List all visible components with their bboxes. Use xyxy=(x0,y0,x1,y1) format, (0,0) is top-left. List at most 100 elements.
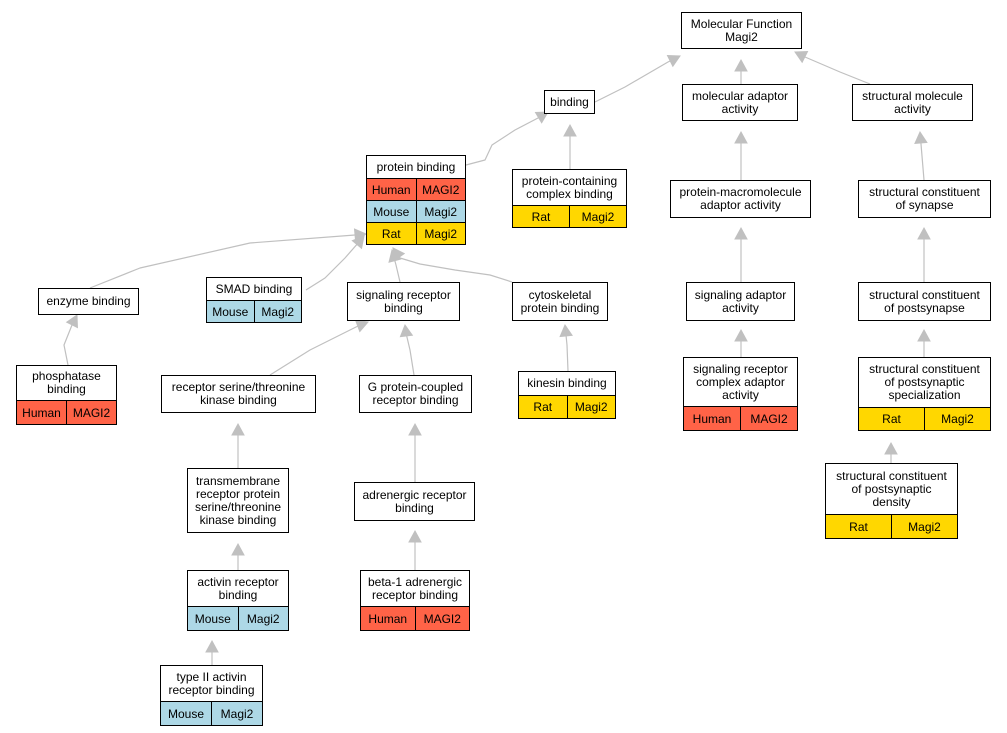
annotation-row-rat: Rat Magi2 xyxy=(859,407,990,430)
go-term-node-transmembrane-receptor-protein-serine-threonine-kinase-binding[interactable]: transmembrane receptor protein serine/th… xyxy=(187,468,289,533)
edge-line xyxy=(405,332,415,376)
edge-smad-binding-to-protein-binding xyxy=(305,235,365,291)
go-term-node-molecular-function[interactable]: Molecular Function Magi2 xyxy=(681,12,802,49)
go-term-node-signaling-receptor-binding[interactable]: signaling receptor binding xyxy=(347,282,460,321)
species-cell: Mouse xyxy=(373,204,410,219)
species-cell: Mouse xyxy=(194,611,231,626)
species-cell: Mouse xyxy=(167,706,205,721)
node-label: adrenergic receptor binding xyxy=(362,487,467,515)
gene-cell: Magi2 xyxy=(415,201,466,222)
node-label: enzyme binding xyxy=(46,294,131,308)
annotation-row-mouse: Mouse Magi2 xyxy=(367,200,465,222)
go-term-node-signaling-adaptor-activity[interactable]: signaling adaptor activity xyxy=(686,282,795,321)
node-label: phosphatase binding xyxy=(32,369,101,396)
edge-beta-1-adrenergic-receptor-binding-to-adrenergic-receptor-binding xyxy=(408,529,422,570)
gene-cell: MAGI2 xyxy=(740,407,797,430)
arrowhead-icon xyxy=(408,422,422,436)
node-label: structural constituent of postsynapse xyxy=(869,287,980,315)
edge-g-protein-coupled-receptor-binding-to-signaling-receptor-binding xyxy=(399,323,415,376)
edge-receptor-serine-threonine-kinase-binding-to-signaling-receptor-binding xyxy=(269,319,369,376)
annotation-row-human: Human MAGI2 xyxy=(367,178,465,200)
edge-line xyxy=(465,117,539,166)
species-cell: Rat xyxy=(533,400,553,414)
annotation-row-rat: Rat Magi2 xyxy=(519,395,615,418)
go-term-node-adrenergic-receptor-binding[interactable]: adrenergic receptor binding xyxy=(354,482,475,521)
go-term-node-enzyme-binding[interactable]: enzyme binding xyxy=(38,288,139,315)
node-label: beta-1 adrenergic receptor binding xyxy=(367,574,463,602)
gene-cell: MAGI2 xyxy=(415,179,466,200)
node-label: structural constituent of synapse xyxy=(869,185,980,212)
go-term-node-structural-constituent-of-postsynapse[interactable]: structural constituent of postsynapse xyxy=(858,282,991,321)
edge-kinesin-binding-to-cytoskeletal-protein-binding xyxy=(559,323,573,372)
edge-line xyxy=(565,335,569,372)
edge-adrenergic-receptor-binding-to-g-protein-coupled-receptor-binding xyxy=(408,422,422,482)
node-label: structural constituent of postsynaptic s… xyxy=(869,362,980,402)
edge-line xyxy=(920,142,925,181)
edge-molecular-adaptor-activity-to-molecular-function xyxy=(734,58,748,84)
arrowhead-icon xyxy=(917,328,931,342)
node-label: receptor serine/threonine kinase binding xyxy=(171,380,306,407)
node-label: signaling adaptor activity xyxy=(694,287,787,315)
arrowhead-icon xyxy=(734,226,748,240)
go-term-node-binding[interactable]: binding xyxy=(544,90,595,114)
go-term-node-molecular-adaptor-activity[interactable]: molecular adaptor activity xyxy=(682,84,798,121)
gene-cell: Magi2 xyxy=(569,206,626,227)
node-label: type II activin receptor binding xyxy=(168,669,255,697)
species-cell: Rat xyxy=(381,226,401,241)
edge-signaling-receptor-complex-adaptor-activity-to-signaling-adaptor-activity xyxy=(734,328,748,357)
node-label: protein-macromolecule adaptor activity xyxy=(679,185,802,212)
gene-cell: MAGI2 xyxy=(66,401,116,424)
arrowhead-icon xyxy=(734,130,748,144)
go-term-node-receptor-serine-threonine-kinase-binding[interactable]: receptor serine/threonine kinase binding xyxy=(161,375,316,413)
edge-protein-macromolecule-adaptor-activity-to-molecular-adaptor-activity xyxy=(734,130,748,180)
edge-structural-constituent-of-synapse-to-structural-molecule-activity xyxy=(914,130,928,181)
gene-cell: Magi2 xyxy=(415,223,466,244)
species-cell: Human xyxy=(368,611,408,626)
edge-structural-constituent-of-postsynaptic-density-to-structural-constituent-of-postsynaptic-specialization xyxy=(884,441,898,463)
species-cell: Rat xyxy=(882,412,901,426)
gene-cell: Magi2 xyxy=(924,408,990,430)
node-label: cytoskeletal protein binding xyxy=(520,287,600,315)
species-cell: Rat xyxy=(531,209,551,224)
go-term-node-signaling-receptor-complex-adaptor-activity[interactable]: signaling receptor complex adaptor activ… xyxy=(683,357,798,431)
edge-signaling-adaptor-activity-to-protein-macromolecule-adaptor-activity xyxy=(734,226,748,282)
node-label: structural constituent of postsynaptic d… xyxy=(836,468,947,509)
go-term-node-cytoskeletal-protein-binding[interactable]: cytoskeletal protein binding xyxy=(512,282,608,321)
arrowhead-icon xyxy=(884,441,898,455)
go-term-node-structural-molecule-activity[interactable]: structural molecule activity xyxy=(852,84,973,121)
species-cell: Human xyxy=(692,411,732,426)
edge-line xyxy=(269,324,361,376)
node-label: signaling receptor binding xyxy=(356,287,451,315)
arrowhead-icon xyxy=(354,319,369,333)
edge-structural-molecule-activity-to-molecular-function xyxy=(794,51,871,85)
species-cell: Human xyxy=(371,182,411,197)
arrowhead-icon xyxy=(914,130,928,145)
node-label: G protein-coupled receptor binding xyxy=(367,380,464,407)
arrowhead-icon xyxy=(734,328,748,342)
node-label: binding xyxy=(550,94,589,109)
gene-cell: Magi2 xyxy=(566,396,616,418)
go-term-node-structural-constituent-of-postsynaptic-specialization[interactable]: structural constituent of postsynaptic s… xyxy=(858,357,991,431)
go-term-node-structural-constituent-of-postsynaptic-density[interactable]: structural constituent of postsynaptic d… xyxy=(825,463,958,539)
edge-line xyxy=(804,56,871,85)
node-label: protein-containing complex binding xyxy=(521,173,618,201)
go-term-node-protein-macromolecule-adaptor-activity[interactable]: protein-macromolecule adaptor activity xyxy=(670,180,811,218)
go-term-node-structural-constituent-of-synapse[interactable]: structural constituent of synapse xyxy=(858,180,991,218)
go-term-node-g-protein-coupled-receptor-binding[interactable]: G protein-coupled receptor binding xyxy=(359,375,472,413)
edge-line xyxy=(594,60,671,103)
arrowhead-icon xyxy=(399,323,414,338)
